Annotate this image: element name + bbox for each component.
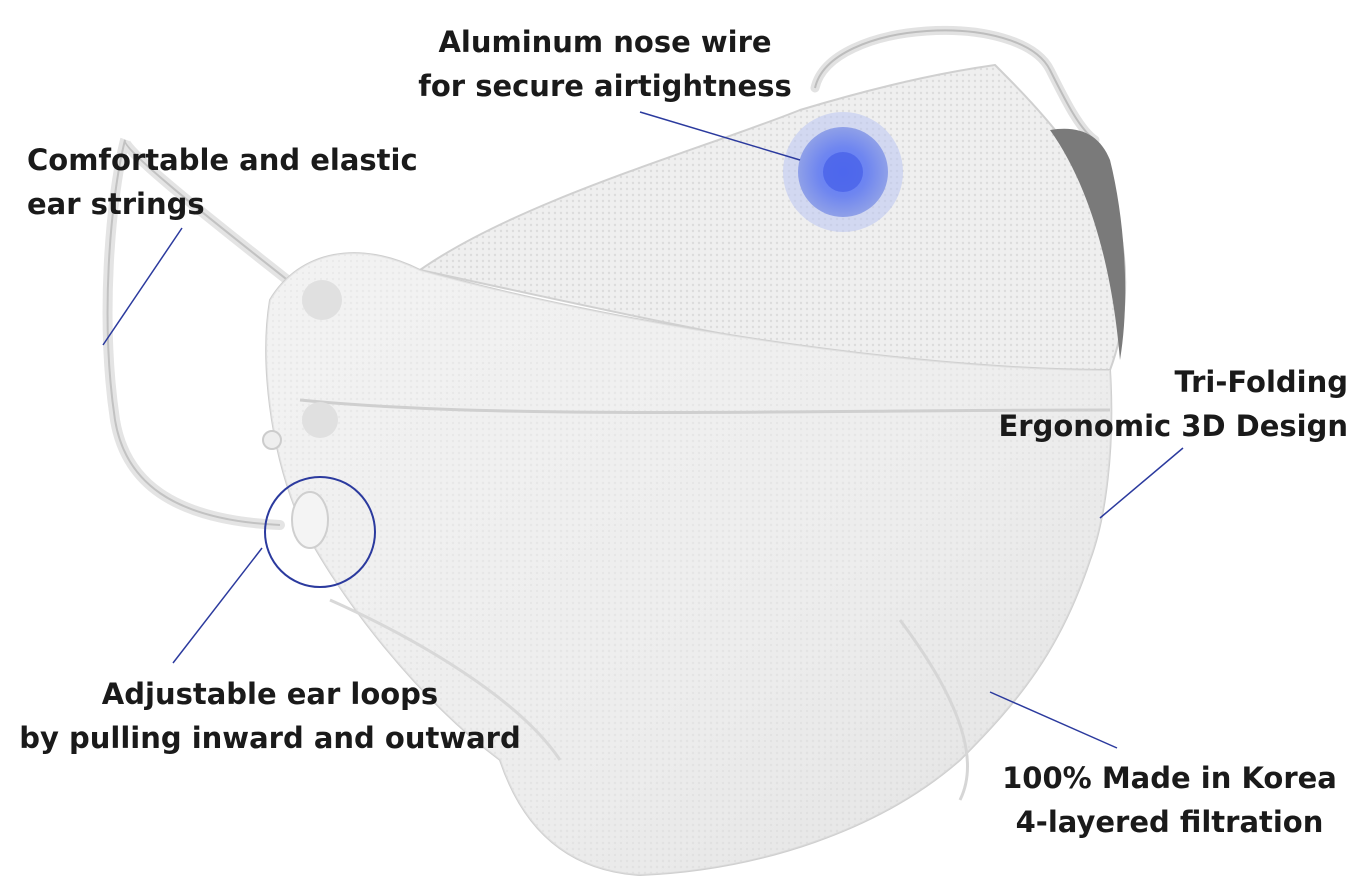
weld-dot-1 <box>302 280 342 320</box>
leader-line-nose-wire <box>639 111 801 161</box>
fold-line-3 <box>898 619 969 801</box>
leader-line-tri-folding <box>1099 447 1184 519</box>
ear-loop-highlight-circle <box>264 476 376 588</box>
callout-made-in-korea: 100% Made in Korea 4-layered filtration <box>978 756 1361 844</box>
callout-ear-strings-line1: Comfortable and elastic <box>27 143 418 177</box>
mask-inner-edge <box>1050 128 1126 360</box>
callout-ear-loops: Adjustable ear loops by pulling inward a… <box>0 672 540 760</box>
adjuster-knot <box>291 491 329 549</box>
callout-nose-wire-line1: Aluminum nose wire <box>438 25 772 59</box>
weld-dot-2 <box>302 402 338 438</box>
callout-ear-strings: Comfortable and elastic ear strings <box>27 138 467 226</box>
callout-tri-folding-line2: Ergonomic 3D Design <box>998 409 1348 443</box>
callout-tri-folding-line1: Tri-Folding <box>1174 365 1348 399</box>
fold-line-2 <box>329 598 562 761</box>
callout-made-in-korea-line2: 4-layered filtration <box>1015 805 1324 839</box>
leader-line-ear-loops <box>172 547 263 664</box>
callout-made-in-korea-line1: 100% Made in Korea <box>1002 761 1337 795</box>
callout-nose-wire-line2: for secure airtightness <box>418 69 792 103</box>
callout-tri-folding: Tri-Folding Ergonomic 3D Design <box>940 360 1348 448</box>
leader-line-made-in-korea <box>989 691 1118 749</box>
callout-ear-loops-line2: by pulling inward and outward <box>19 721 521 755</box>
callout-ear-loops-line1: Adjustable ear loops <box>101 677 439 711</box>
leader-line-ear-strings <box>102 227 183 346</box>
callout-nose-wire: Aluminum nose wire for secure airtightne… <box>395 20 815 108</box>
fold-line-1 <box>299 398 1111 414</box>
callout-ear-strings-line2: ear strings <box>27 187 205 221</box>
